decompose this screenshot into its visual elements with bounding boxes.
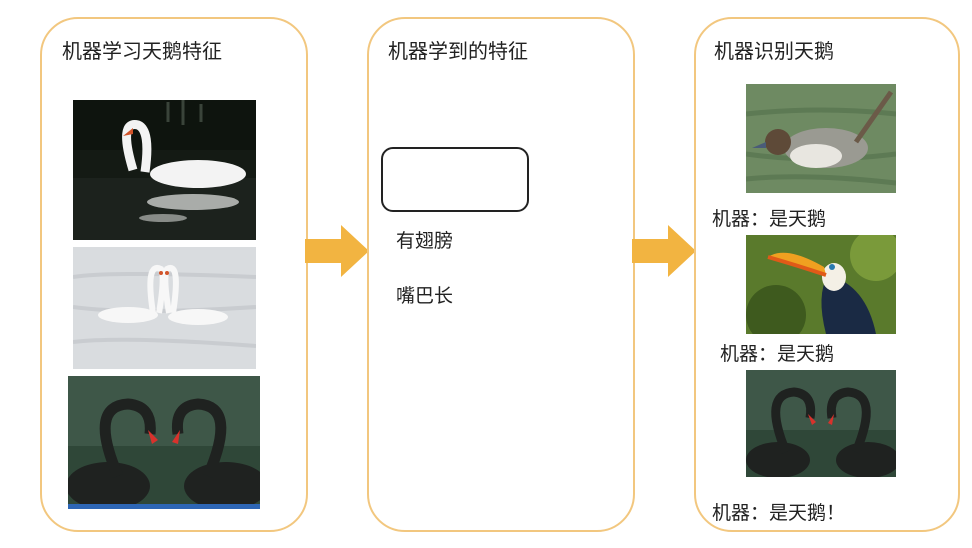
result-3: 机器：是天鹅！	[712, 502, 846, 524]
white-swan-photo	[73, 100, 256, 240]
black-swans-heart-photo	[746, 370, 896, 477]
toucan-photo	[746, 235, 896, 334]
two-white-swans-heart-photo	[73, 247, 256, 369]
panel-features-title: 机器学到的特征	[388, 39, 528, 63]
pintail-duck-photo	[746, 84, 896, 193]
result-1: 机器：是天鹅	[712, 208, 827, 230]
panel-features	[367, 17, 635, 532]
result-2: 机器：是天鹅	[720, 343, 835, 365]
black-swans-heart-photo	[68, 376, 260, 509]
panel-recognition-title: 机器识别天鹅	[714, 39, 834, 63]
arrow-right-icon	[632, 225, 696, 277]
feature-wings: 有翅膀	[396, 230, 454, 252]
feature-long-beak: 嘴巴长	[396, 285, 454, 307]
feature-blank-box	[381, 147, 529, 212]
panel-training-title: 机器学习天鹅特征	[62, 39, 222, 63]
arrow-right-icon	[305, 225, 369, 277]
